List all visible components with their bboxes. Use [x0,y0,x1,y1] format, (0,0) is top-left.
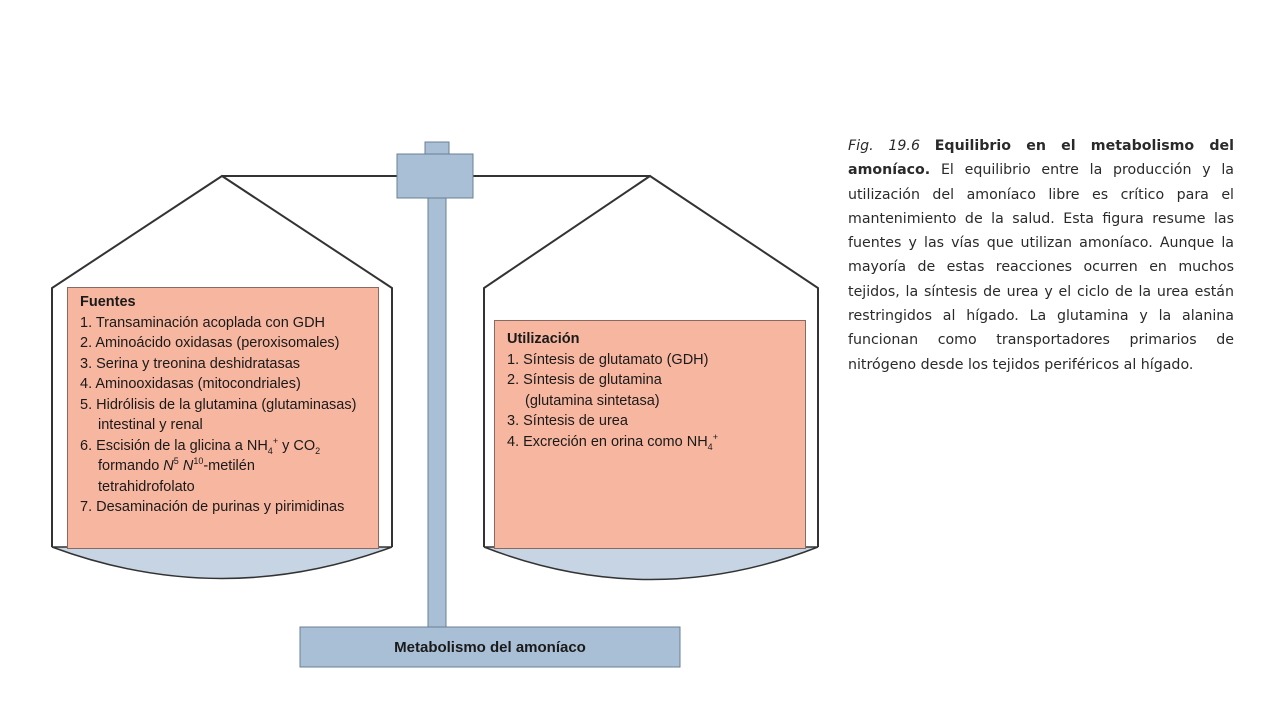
sources-item-6: 6. Escisión de la glicina a NH4+ y CO2 [80,435,321,456]
sources-item-6-cont: formando N5 N10-metilén [98,456,255,474]
uses-item-2: 2. Síntesis de glutamina [507,372,662,388]
base-label: Metabolismo del amoníaco [394,638,586,656]
caption-title: Equilibrio en el metabolismo del amoníac… [848,138,1234,179]
right-pan-bowl [483,546,819,581]
sources-item-4: 4. Aminooxidasas (mitocondriales) [80,376,301,392]
uses-title: Utilización [507,331,580,347]
uses-box: Utilización 1. Síntesis de glutamato (GD… [494,320,806,549]
caption-fig-label: Fig. 19.6 [848,138,920,154]
sources-box: Fuentes 1. Transaminación acoplada con G… [67,287,379,549]
sources-item-7: 7. Desaminación de purinas y pirimidinas [80,499,345,515]
sources-item-5: 5. Hidrólisis de la glutamina (glutamina… [80,396,357,413]
sources-item-5-cont: intestinal y renal [98,417,203,433]
uses-item-2-cont: (glutamina sintetasa) [525,392,660,409]
left-pan-bowl [51,546,393,580]
uses-item-1: 1. Síntesis de glutamato (GDH) [507,351,709,368]
uses-item-4: 4. Excreción en orina como NH4+ [507,431,718,452]
figure-caption: Fig. 19.6 Equilibrio en el metabolismo d… [848,134,1234,377]
scale-pivot-block [396,153,474,199]
sources-item-6-cont2: tetrahidrofolato [98,478,195,495]
uses-item-3: 3. Síntesis de urea [507,413,628,429]
sources-item-2: 2. Aminoácido oxidasas (peroxisomales) [80,335,340,351]
sources-item-1: 1. Transaminación acoplada con GDH [80,314,326,331]
sources-item-3: 3. Serina y treonina deshidratasas [80,355,301,372]
caption-text: El equilibrio entre la producción y la u… [848,162,1234,373]
sources-title: Fuentes [80,294,136,310]
scale-pillar [427,189,447,631]
scale-base [299,626,681,668]
